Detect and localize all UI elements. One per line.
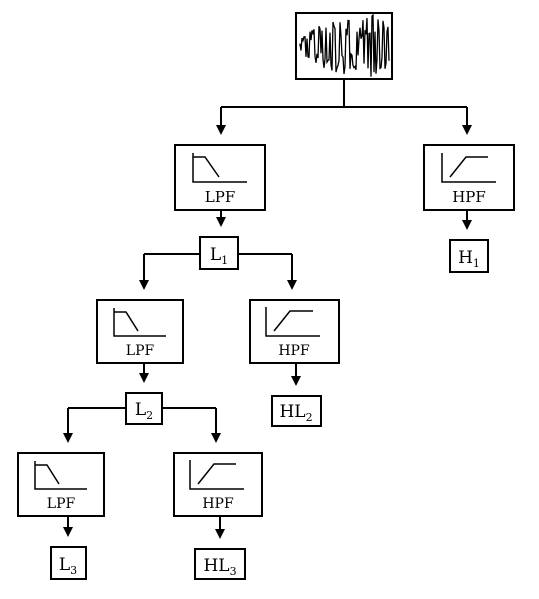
filter-label: LPF (126, 343, 155, 359)
output-label: L (59, 555, 70, 575)
lowpass-response-icon (34, 461, 87, 490)
lowpass-response-icon (113, 308, 166, 337)
filter-label: LPF (47, 496, 76, 512)
output-label: L (210, 245, 221, 265)
svg-text:HL3: HL3 (203, 556, 236, 578)
hpf-block-level-2: HPF (249, 299, 340, 364)
output-subscript: 1 (473, 257, 480, 270)
lowpass-response-icon (192, 153, 247, 183)
lpf-block-level-3: LPF (17, 452, 105, 517)
output-hl2: HL2 (271, 395, 322, 427)
filter-label: HPF (202, 496, 234, 512)
output-subscript: 3 (230, 565, 237, 578)
output-subscript: 3 (70, 564, 77, 577)
connector-input-split (221, 79, 467, 108)
highpass-response-icon (189, 460, 244, 490)
highpass-response-icon (265, 307, 320, 337)
highpass-response-icon (441, 153, 496, 183)
noisy-signal-icon (299, 13, 390, 77)
hpf-block-level-3: HPF (173, 452, 263, 517)
hpf-block-level-1: HPF (423, 144, 515, 211)
output-l1: L1 (199, 236, 239, 270)
output-l2: L2 (125, 392, 163, 425)
svg-text:H1: H1 (458, 248, 480, 270)
input-signal-block (295, 12, 393, 80)
filter-label: LPF (205, 188, 235, 206)
svg-text:L2: L2 (135, 400, 153, 422)
output-subscript: 2 (306, 411, 313, 424)
output-subscript: 2 (146, 409, 153, 422)
output-hl3: HL3 (194, 548, 246, 580)
output-label: H (458, 248, 473, 268)
output-label: HL (203, 556, 229, 576)
svg-text:L1: L1 (210, 245, 228, 267)
output-l3: L3 (50, 546, 87, 580)
svg-text:L3: L3 (59, 555, 77, 577)
output-subscript: 1 (221, 254, 228, 267)
filter-label: HPF (278, 343, 310, 359)
filter-label: HPF (452, 188, 486, 206)
output-label: HL (279, 402, 305, 422)
output-h1: H1 (449, 239, 489, 273)
lpf-block-level-2: LPF (96, 299, 184, 364)
svg-text:HL2: HL2 (279, 402, 312, 424)
connectors (63, 79, 472, 539)
output-label: L (135, 400, 146, 420)
lpf-block-level-1: LPF (174, 144, 266, 211)
